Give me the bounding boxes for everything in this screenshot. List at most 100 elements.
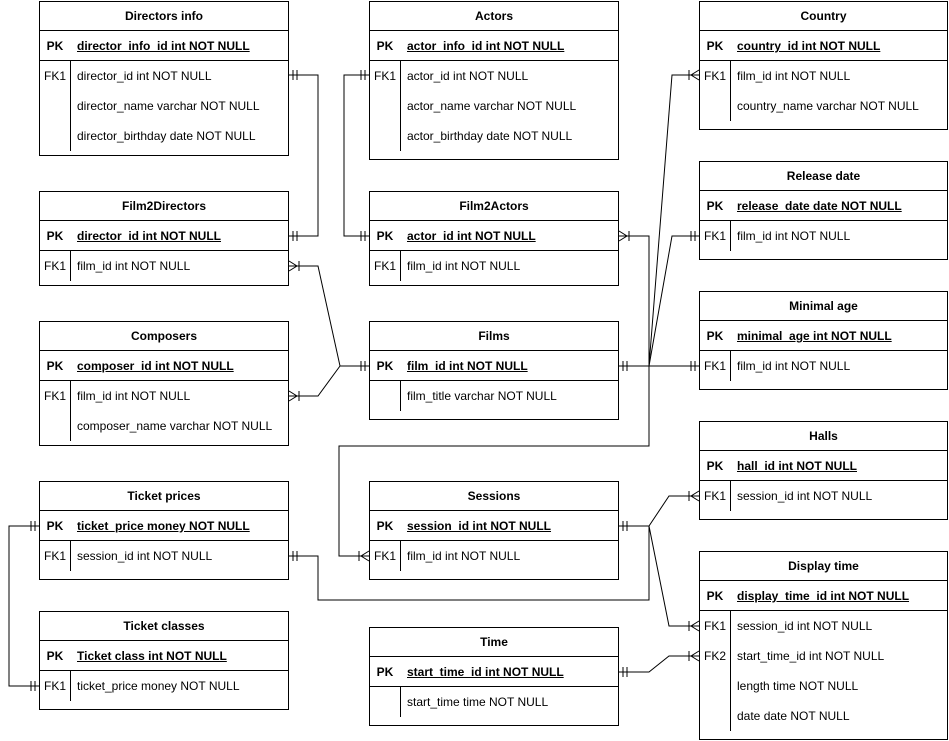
key-column-divider: [730, 611, 731, 731]
attribute-row[interactable]: director_birthday date NOT NULL: [40, 121, 288, 151]
field-label: composer_name varchar NOT NULL: [77, 419, 273, 433]
table-title: Ticket classes: [40, 612, 288, 641]
attribute-row[interactable]: film_title varchar NOT NULL: [370, 381, 618, 411]
field-label: hall_id int NOT NULL: [737, 459, 857, 473]
table-title: Time: [370, 628, 618, 657]
key-label: PK: [46, 228, 64, 243]
primary-key-row[interactable]: PK display_time_id int NOT NULL: [700, 581, 947, 611]
key-label: PK: [376, 358, 394, 373]
field-label: film_id int NOT NULL: [737, 229, 851, 243]
field-label: composer_id int NOT NULL: [77, 359, 234, 373]
attribute-row[interactable]: length time NOT NULL: [700, 671, 947, 701]
attribute-row[interactable]: director_name varchar NOT NULL: [40, 91, 288, 121]
key-label: FK1: [703, 489, 726, 503]
table-title: Display time: [700, 552, 947, 581]
table-title: Film2Directors: [40, 192, 288, 221]
key-column-divider: [70, 541, 71, 571]
key-label: FK2: [703, 649, 726, 663]
table-title: Directors info: [40, 2, 288, 31]
primary-key-row[interactable]: PK hall_id int NOT NULL: [700, 451, 947, 481]
attribute-row[interactable]: actor_name varchar NOT NULL: [370, 91, 618, 121]
field-label: ticket_price money NOT NULL: [77, 679, 240, 693]
field-label: display_time_id int NOT NULL: [737, 589, 910, 603]
key-label: [40, 91, 70, 121]
field-label: film_id int NOT NULL: [407, 259, 521, 273]
key-label: PK: [706, 588, 724, 603]
key-column-divider: [730, 481, 731, 511]
key-column-divider: [70, 251, 71, 281]
key-label: PK: [376, 38, 394, 53]
key-column-divider: [400, 687, 401, 717]
attribute-row[interactable]: country_name varchar NOT NULL: [700, 91, 947, 121]
key-label: FK1: [43, 69, 66, 83]
field-label: session_id int NOT NULL: [737, 619, 873, 633]
key-column-divider: [400, 61, 401, 151]
field-label: actor_id int NOT NULL: [407, 229, 536, 243]
key-label: FK1: [373, 69, 396, 83]
table-title: Ticket prices: [40, 482, 288, 511]
attribute-row[interactable]: start_time time NOT NULL: [370, 687, 618, 717]
attribute-row[interactable]: composer_name varchar NOT NULL: [40, 411, 288, 441]
key-label: PK: [706, 38, 724, 53]
table-title: Country: [700, 2, 947, 31]
table-title: Release date: [700, 162, 947, 191]
field-label: film_title varchar NOT NULL: [407, 389, 557, 403]
field-label: director_id int NOT NULL: [77, 229, 221, 243]
key-label: PK: [706, 328, 724, 343]
attribute-row[interactable]: actor_birthday date NOT NULL: [370, 121, 618, 151]
attribute-row[interactable]: date date NOT NULL: [700, 701, 947, 731]
key-column-divider: [70, 381, 71, 441]
key-label: PK: [706, 458, 724, 473]
field-label: director_name varchar NOT NULL: [77, 99, 260, 113]
field-label: film_id int NOT NULL: [737, 359, 851, 373]
primary-key-row[interactable]: PK director_id int NOT NULL: [40, 221, 288, 251]
table-title: Actors: [370, 2, 618, 31]
